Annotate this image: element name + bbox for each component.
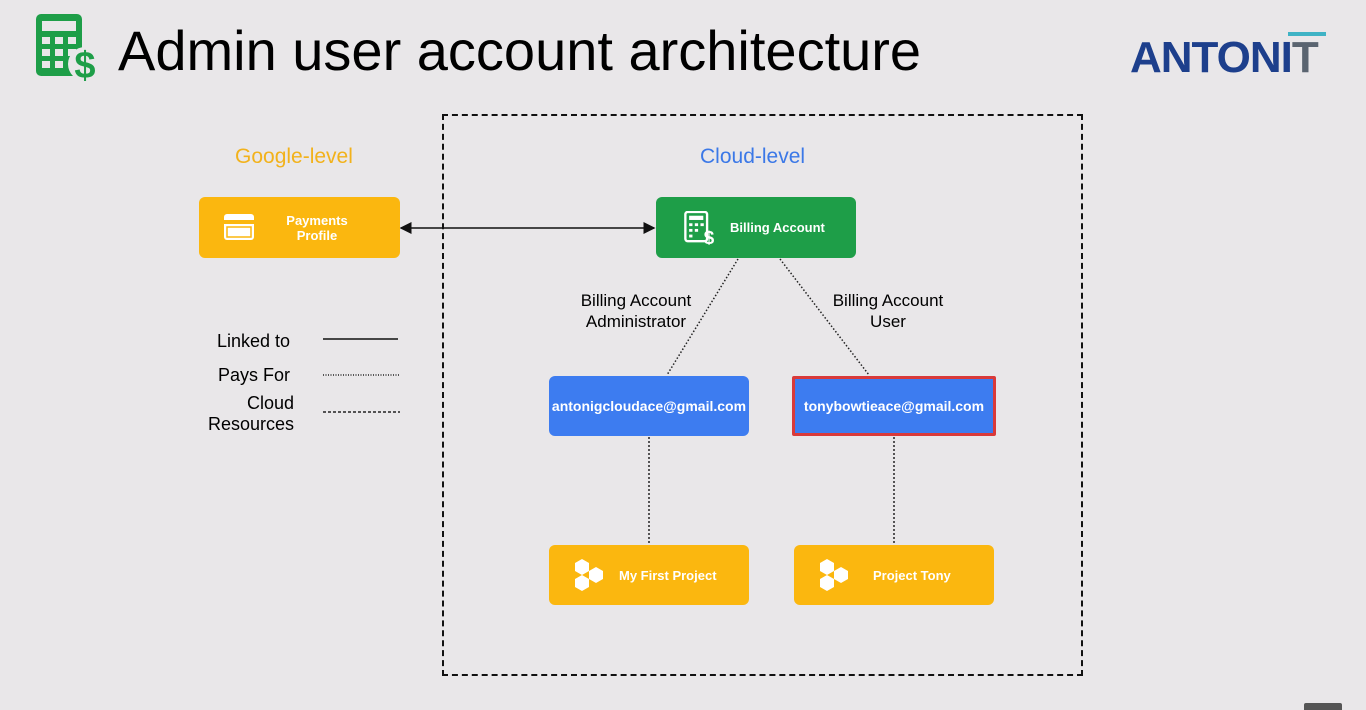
hexagon-cluster-icon xyxy=(575,559,603,591)
legend-cloud-line1: Cloud xyxy=(246,393,294,413)
payments-profile-node: Payments Profile xyxy=(199,197,400,258)
billing-calculator-icon: $ xyxy=(684,211,715,245)
project-my-first-label: My First Project xyxy=(619,568,717,583)
google-level-label: Google-level xyxy=(235,145,353,168)
svg-text:$: $ xyxy=(704,228,715,245)
admin-role-line1: Billing Account xyxy=(580,291,692,310)
admin-role-line2: Administrator xyxy=(585,312,687,331)
user-role-line1: Billing Account xyxy=(832,291,944,310)
pays-for-connector-admin xyxy=(666,258,739,376)
page-title: Admin user account architecture xyxy=(118,19,922,82)
user-role-label: Billing Account User xyxy=(818,290,958,332)
legend-linked-label: Linked to xyxy=(216,331,290,351)
user-role-line2: User xyxy=(870,312,906,331)
legend-cloud-label: Cloud Resources xyxy=(190,393,294,435)
antonit-logo: ANTONIT xyxy=(1130,30,1319,86)
billing-account-node: $ Billing Account xyxy=(656,197,856,258)
billing-account-label: Billing Account xyxy=(730,220,825,235)
svg-text:$: $ xyxy=(74,45,95,84)
admin-email-node: antonigcloudace@gmail.com xyxy=(549,376,749,436)
legend-pays-label: Pays For xyxy=(217,365,290,385)
billing-calculator-icon: $ xyxy=(36,14,100,84)
legend-cloud-line2: Resources xyxy=(207,414,294,434)
cloud-level-label: Cloud-level xyxy=(700,145,806,168)
credit-card-icon xyxy=(224,214,254,240)
cloud-level-boundary xyxy=(442,114,1083,676)
payments-profile-label-line1: Payments xyxy=(286,213,348,228)
logo-text-last: T xyxy=(1291,33,1319,82)
hexagon-cluster-icon xyxy=(820,559,848,591)
user-email-node: tonybowtieace@gmail.com xyxy=(792,376,996,436)
project-my-first-node: My First Project xyxy=(549,545,749,605)
project-tony-label: Project Tony xyxy=(873,568,951,583)
project-tony-node: Project Tony xyxy=(794,545,994,605)
payments-profile-label-line2: Profile xyxy=(296,228,338,243)
corner-control[interactable] xyxy=(1304,703,1342,710)
admin-role-label: Billing Account Administrator xyxy=(566,290,706,332)
logo-text: ANTONI xyxy=(1130,33,1293,82)
logo-accent-bar xyxy=(1288,32,1326,36)
